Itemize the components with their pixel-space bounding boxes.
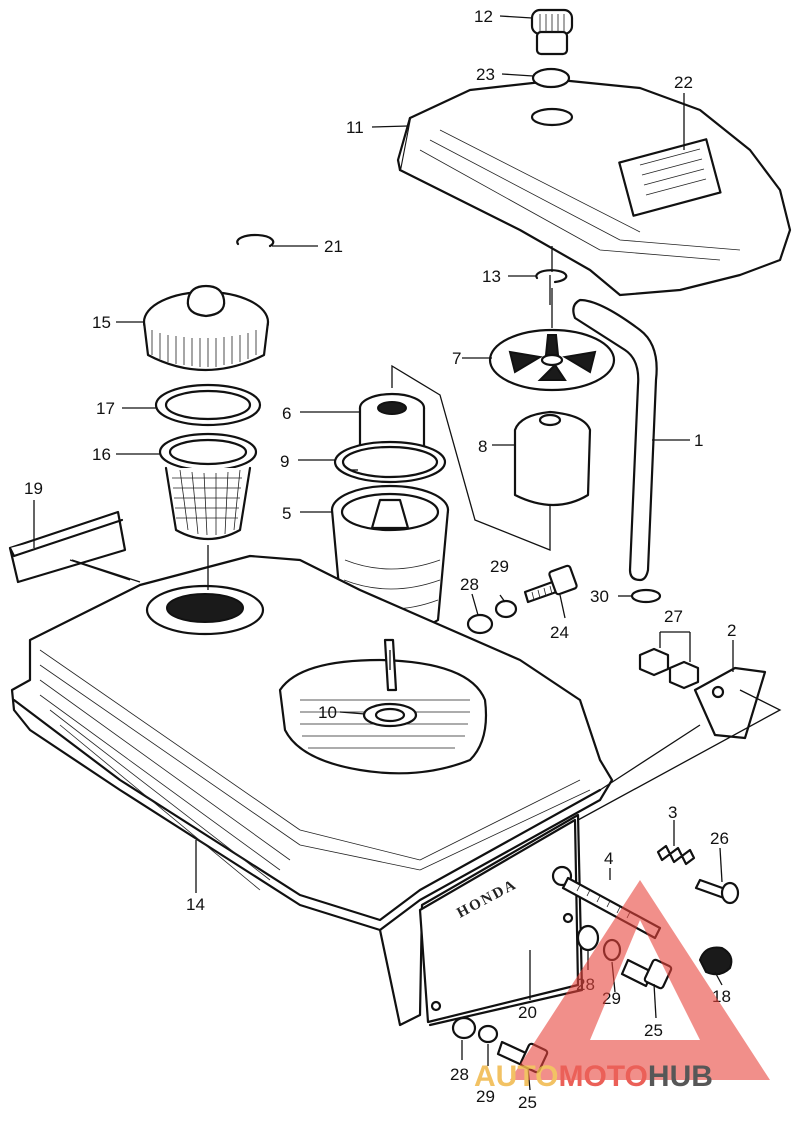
part-9-o-ring: [333, 440, 447, 484]
watermark-hub-text: HUB: [648, 1060, 713, 1093]
part-27-nuts: [638, 647, 700, 690]
callout-3: 3: [668, 803, 677, 822]
watermark-auto: AUTOMOTOHUB: [474, 1060, 713, 1093]
part-12-cover-knob: [530, 8, 574, 56]
callout-29-lower: 29: [476, 1087, 495, 1106]
callout-26: 26: [710, 829, 729, 848]
part-15-fuel-cap: [142, 284, 270, 372]
callout-25-mid: 25: [644, 1021, 663, 1040]
callout-8: 8: [478, 437, 487, 456]
part-26-screw: [694, 878, 740, 905]
callout-19: 19: [24, 479, 43, 498]
callout-23: 23: [476, 65, 495, 84]
callout-25-lower: 25: [518, 1093, 537, 1112]
part-3-spring: [656, 844, 696, 866]
part-28-washer-lower: [451, 1016, 477, 1040]
callout-2: 2: [727, 621, 736, 640]
callout-22: 22: [674, 73, 693, 92]
part-23-washer: [531, 67, 571, 89]
callout-14: 14: [186, 895, 205, 914]
callout-10: 10: [318, 703, 337, 722]
watermark-triangle-icon: [510, 880, 770, 1080]
watermark-moto-text: MOTO: [558, 1060, 647, 1093]
callout-16: 16: [92, 445, 111, 464]
callout-17: 17: [96, 399, 115, 418]
callout-28-upper: 28: [460, 575, 479, 594]
part-18-knob: [698, 946, 733, 976]
callout-1: 1: [694, 431, 703, 450]
callout-27: 27: [664, 607, 683, 626]
part-28-washer-mid: [576, 924, 600, 952]
callout-29-upper: 29: [490, 557, 509, 576]
part-28-washer-upper: [466, 613, 494, 635]
callout-13: 13: [482, 267, 501, 286]
callout-28-lower: 28: [450, 1065, 469, 1084]
callout-21: 21: [324, 237, 343, 256]
callout-30: 30: [590, 587, 609, 606]
callout-7: 7: [452, 349, 461, 368]
part-8-filter-element: [513, 410, 592, 506]
part-16-fuel-strainer: [158, 432, 258, 540]
part-11-tank-cover: [396, 78, 792, 297]
leader-lines: [33, 15, 782, 1091]
callout-9: 9: [280, 452, 289, 471]
part-7-strainer-plate: [488, 328, 616, 392]
part-30-hose-clip: [630, 588, 662, 604]
part-13-clip: [535, 269, 568, 284]
part-17-cap-gasket: [154, 383, 262, 427]
callout-labels: 1 2 3 4 5 6 7 8 9 10 11 12 13 14 15 16 1…: [24, 7, 736, 1112]
part-14-fuel-tank: HONDA: [10, 554, 614, 1027]
callout-5: 5: [282, 504, 291, 523]
callout-4: 4: [604, 849, 613, 868]
callout-11: 11: [346, 118, 364, 137]
part-19-label: [8, 510, 127, 584]
part-21-clip: [236, 233, 275, 248]
part-29-washer-upper: [494, 599, 518, 619]
callout-15: 15: [92, 313, 111, 332]
callout-20: 20: [518, 1003, 537, 1022]
callout-6: 6: [282, 404, 291, 423]
part-24-bolt: [523, 564, 578, 604]
automotohub-watermark: AUTOMOTOHUB: [474, 880, 770, 1093]
callout-24: 24: [550, 623, 569, 642]
part-2-bracket: [693, 666, 767, 740]
watermark-auto-text: AUTO: [474, 1060, 558, 1093]
callout-12: 12: [474, 7, 493, 26]
part-1-breather-tube: [572, 298, 658, 582]
part-29-washer-lower: [477, 1024, 499, 1044]
